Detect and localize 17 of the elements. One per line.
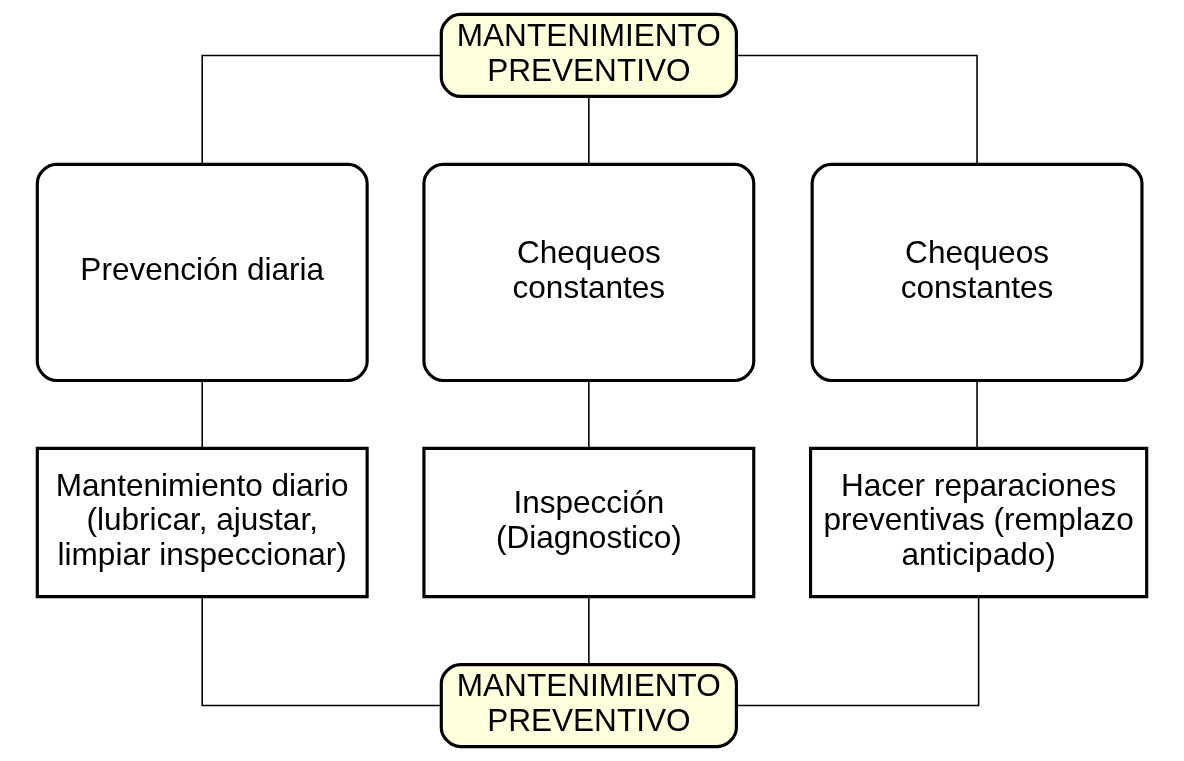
connector [588, 596, 590, 666]
connector [201, 596, 442, 707]
node-box: Inspección (Diagnostico) [422, 446, 756, 599]
node-box: MANTENIMIENTO PREVENTIVO [439, 662, 738, 749]
node-box: Hacer reparaciones preventivas (remplazo anticipado) [808, 446, 1149, 599]
connector [588, 95, 590, 165]
node-box: Mantenimiento diario (lubricar, ajustar, limpiar inspeccionar) [35, 446, 369, 599]
connector [201, 54, 442, 165]
connector [201, 379, 203, 449]
connector [588, 379, 590, 449]
node-box: Chequeos constantes [422, 162, 756, 383]
connector [735, 596, 980, 707]
node-box: MANTENIMIENTO PREVENTIVO [439, 12, 738, 99]
connector [735, 54, 978, 165]
node-box: Chequeos constantes [810, 162, 1144, 383]
connector [976, 379, 978, 449]
node-box: Prevención diaria [35, 162, 369, 383]
